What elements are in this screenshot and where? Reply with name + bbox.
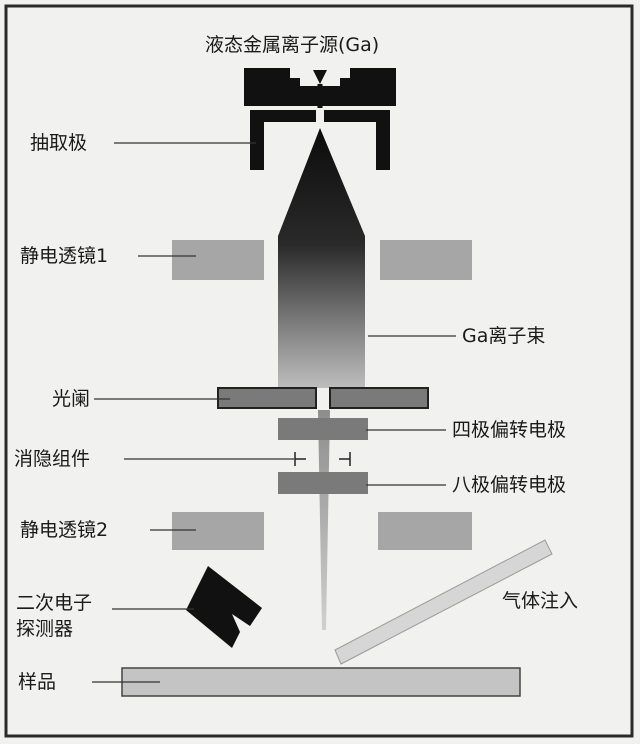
sample-label: 样品 bbox=[18, 671, 57, 693]
lens1-right bbox=[380, 240, 472, 280]
leader-lines bbox=[92, 142, 456, 683]
gas-label: 气体注入 bbox=[502, 590, 579, 612]
octupole-label: 八极偏转电极 bbox=[452, 474, 567, 496]
quadrupole-deflector bbox=[278, 418, 368, 440]
ion-source bbox=[244, 68, 396, 108]
beam-label: Ga离子束 bbox=[462, 325, 546, 347]
focused-beam bbox=[318, 410, 330, 630]
lens2-label: 静电透镜2 bbox=[20, 519, 109, 541]
lens2-right bbox=[378, 512, 472, 550]
lens1-left bbox=[172, 240, 264, 280]
aperture-label: 光阑 bbox=[52, 388, 91, 410]
diagram-frame bbox=[4, 4, 634, 738]
aperture-right bbox=[329, 387, 429, 409]
source-label: 液态金属离子源(Ga) bbox=[205, 34, 380, 56]
lens1-label: 静电透镜1 bbox=[20, 245, 109, 267]
sample-stage bbox=[121, 667, 521, 697]
blanker bbox=[294, 452, 351, 466]
extractor-label: 抽取极 bbox=[30, 132, 88, 154]
detector-label-line1: 二次电子 bbox=[16, 592, 93, 614]
lens2-left bbox=[172, 512, 264, 550]
secondary-electron-detector bbox=[186, 566, 262, 648]
blanker-label: 消隐组件 bbox=[14, 448, 91, 470]
aperture-left bbox=[217, 387, 317, 409]
octupole-deflector bbox=[278, 472, 368, 494]
detector-label-line2: 探测器 bbox=[16, 618, 74, 640]
ion-beam bbox=[278, 128, 365, 388]
extractor-electrode bbox=[250, 110, 390, 170]
quadrupole-label: 四极偏转电极 bbox=[452, 419, 567, 441]
gas-injection-nozzle bbox=[334, 539, 553, 665]
